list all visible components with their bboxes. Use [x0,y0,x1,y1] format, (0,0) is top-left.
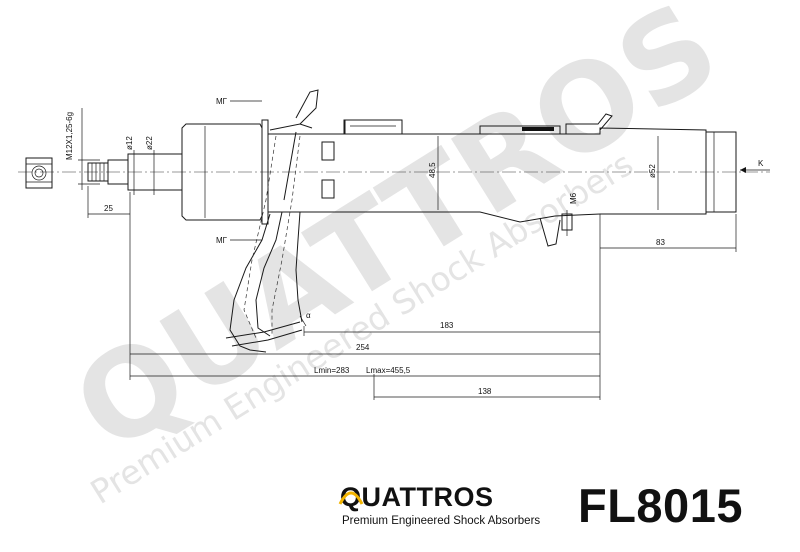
dim-thread: M12X1,25-6g [65,108,100,190]
brand-block: QUATTROS Premium Engineered Shock Absorb… [340,478,570,538]
dim-d12: ø12 [125,136,135,195]
strut-tube [267,113,737,247]
k-marker: K [740,159,770,173]
svg-text:MΓ: MΓ [216,236,228,245]
dim-25: 25 [87,186,131,380]
dim-m6: M6 [569,192,578,204]
alpha-label: α [306,311,311,320]
dim-d22: ø22 [145,136,155,195]
lmin-label: Lmin=283 [314,366,350,375]
svg-text:25: 25 [104,204,113,213]
dim-254: 254 [130,343,600,355]
brand-tagline: Premium Engineered Shock Absorbers [342,515,541,527]
brand-logo-text: QUATTROS [340,482,494,512]
svg-text:138: 138 [478,387,492,396]
mt-marker-top: MΓ [216,97,262,106]
dim-lmin-lmax: Lmin=283 Lmax=455,5 [130,366,600,377]
nut-icon [25,157,53,189]
svg-text:MΓ: MΓ [216,97,228,106]
watermark: QUATTROS Premium Engineered Shock Absorb… [52,0,742,512]
svg-text:254: 254 [356,343,370,352]
svg-text:ø22: ø22 [145,136,154,150]
spring-bracket [225,89,319,353]
svg-text:K: K [758,159,764,168]
dim-d52: ø52 [648,136,659,210]
svg-text:183: 183 [440,321,454,330]
svg-text:48,5: 48,5 [428,162,437,178]
brand-accent-icon [338,491,364,505]
part-number: FL8015 [578,479,743,532]
watermark-logo: QUATTROS [52,0,742,480]
svg-text:M6: M6 [569,192,578,204]
dim-83: 83 [599,214,737,400]
dim-183: 183 [303,321,600,336]
dim-48-5: 48,5 [428,136,439,210]
svg-text:ø52: ø52 [648,164,657,178]
svg-text:83: 83 [656,238,665,247]
dim-138: 138 [373,374,600,400]
svg-text:M12X1,25-6g: M12X1,25-6g [65,112,74,160]
mt-marker-bottom: MΓ [216,236,262,245]
brand-logo: QUATTROS [340,482,494,512]
lmax-label: Lmax=455,5 [366,366,411,375]
svg-text:ø12: ø12 [125,136,134,150]
